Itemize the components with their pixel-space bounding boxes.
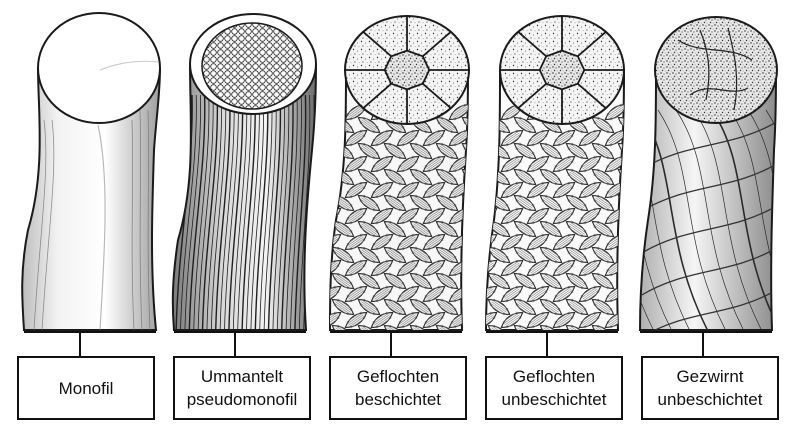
connector-monofil [79,332,81,356]
label-braided-coated-line-2: beschichtet [355,390,441,409]
label-box-twisted: Gezwirnt unbeschichtet [641,356,779,420]
connector-twisted [702,332,704,356]
label-braided-uncoated-line-1: Geflochten [512,367,596,386]
label-pseudomonofil-line-1: Ummantelt [200,367,284,386]
label-pseudomonofil-line-2: pseudomonofil [186,390,298,409]
label-monofil-line-1: Monofil [58,378,114,398]
baseline-pseudomonofil [174,331,306,333]
label-braided-coated-line-1: Geflochten [356,367,440,386]
label-box-braided-coated: Geflochten beschichtet [329,356,467,420]
label-box-braided-uncoated: Geflochten unbeschichtet [485,356,623,420]
monofilament-illustration [21,12,162,331]
braided-uncoated-illustration [484,15,626,331]
label-box-monofil: Monofil [17,356,155,420]
baseline-twisted [640,331,772,333]
connector-pseudomonofil [234,332,236,356]
baseline-monofil [24,331,156,333]
twisted-uncoated-illustration [638,16,778,331]
label-twisted-line-2: unbeschichtet [657,390,763,409]
coated-pseudomonofilament-illustration [171,13,318,331]
label-braided-uncoated-line-2: unbeschichtet [501,390,607,409]
label-box-pseudomonofil: Ummantelt pseudomonofil [173,356,311,420]
baseline-braided-uncoated [486,331,618,333]
connector-braided-uncoated [546,332,548,356]
baseline-braided-coated [330,331,462,333]
label-twisted-line-1: Gezwirnt [676,367,744,386]
connector-braided-coated [390,332,392,356]
braided-coated-illustration [328,15,470,331]
